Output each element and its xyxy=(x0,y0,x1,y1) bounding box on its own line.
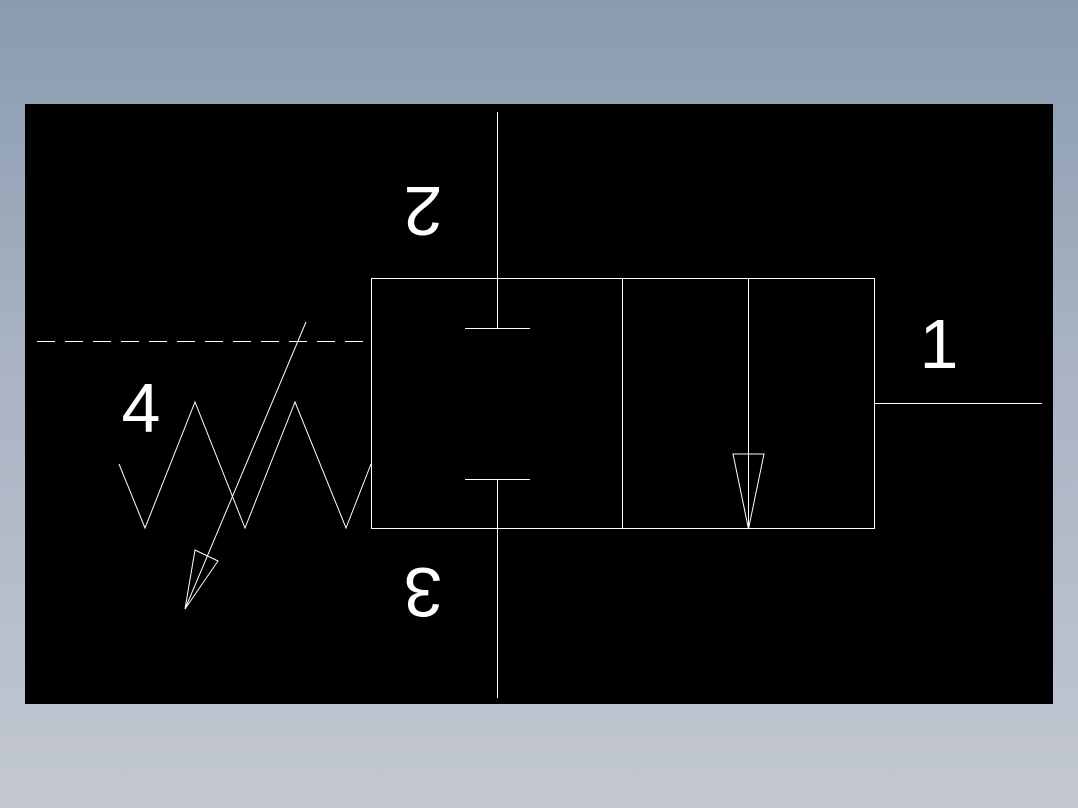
port-4-label: 4 xyxy=(122,369,161,447)
valve-symbol: 2 3 1 4 xyxy=(37,112,1042,698)
adjust-arrow-line xyxy=(184,321,307,610)
adjust-arrow-head xyxy=(184,549,219,610)
port-2-label: 2 xyxy=(404,172,443,250)
drawing-canvas: 2 3 1 4 xyxy=(25,104,1053,704)
port-3-label: 3 xyxy=(404,553,443,631)
spring-zigzag xyxy=(118,400,372,530)
port-1-label: 1 xyxy=(920,305,959,383)
flow-arrow-head xyxy=(732,453,765,530)
